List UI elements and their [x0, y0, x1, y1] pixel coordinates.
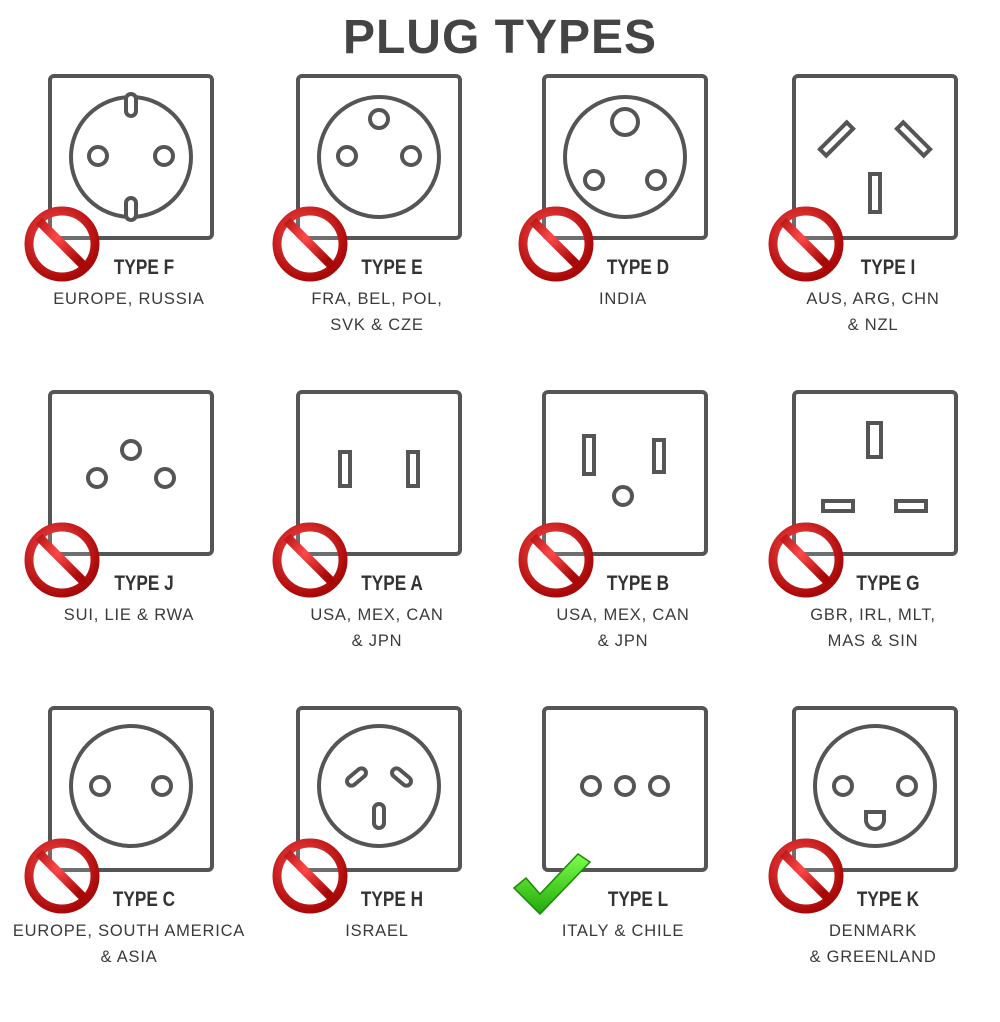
plug-type-label: TYPE L — [607, 888, 669, 911]
type-k-socket-icon — [792, 706, 958, 872]
plug-type-label: TYPE G — [856, 572, 920, 595]
type-c-socket-icon — [48, 706, 214, 872]
plug-region-label: SUI, LIE & RWA — [63, 606, 195, 624]
plug-region-label: GBR, IRL, MLT, MAS & SIN — [810, 606, 936, 650]
plug-type-label: TYPE H — [360, 888, 424, 911]
plug-card-type-a: TYPE A USA, MEX, CAN & JPN — [252, 390, 502, 706]
type-i-socket-icon — [792, 74, 958, 240]
plug-type-label: TYPE E — [361, 256, 423, 279]
plug-card-type-j: TYPE J SUI, LIE & RWA — [4, 390, 254, 706]
plug-region-label: EUROPE, SOUTH AMERICA & ASIA — [12, 922, 246, 966]
plug-type-label: TYPE B — [606, 572, 670, 595]
plug-card-type-b: TYPE B USA, MEX, CAN & JPN — [498, 390, 748, 706]
plug-type-label: TYPE K — [856, 888, 920, 911]
type-f-socket-icon — [48, 74, 214, 240]
type-b-socket-icon — [542, 390, 708, 556]
forbidden-icon — [766, 520, 846, 600]
plug-region-label: AUS, ARG, CHN & NZL — [806, 290, 940, 334]
plug-region-label: EUROPE, RUSSIA — [53, 290, 205, 308]
plug-type-label: TYPE I — [860, 256, 916, 279]
plug-type-label: TYPE F — [113, 256, 175, 279]
plug-card-type-h: TYPE H ISRAEL — [252, 706, 502, 1022]
plug-region-label: FRA, BEL, POL, SVK & CZE — [311, 290, 443, 334]
plug-card-type-d: TYPE D INDIA — [498, 74, 748, 390]
plug-region-label: ITALY & CHILE — [561, 922, 685, 940]
forbidden-icon — [22, 204, 102, 284]
plug-type-label: TYPE A — [361, 572, 423, 595]
plug-region-label: DENMARK & GREENLAND — [809, 922, 937, 966]
plug-card-type-c: TYPE C EUROPE, SOUTH AMERICA & ASIA — [4, 706, 254, 1022]
checkmark-icon — [512, 846, 592, 926]
plug-card-type-f: TYPE F EUROPE, RUSSIA — [4, 74, 254, 390]
forbidden-icon — [22, 836, 102, 916]
type-a-socket-icon — [296, 390, 462, 556]
type-d-socket-icon — [542, 74, 708, 240]
plug-type-label: TYPE D — [606, 256, 670, 279]
plug-region-label: INDIA — [598, 290, 647, 308]
type-j-socket-icon — [48, 390, 214, 556]
forbidden-icon — [766, 204, 846, 284]
type-h-socket-icon — [296, 706, 462, 872]
plug-card-type-k: TYPE K DENMARK & GREENLAND — [748, 706, 998, 1022]
forbidden-icon — [516, 204, 596, 284]
type-e-socket-icon — [296, 74, 462, 240]
plug-type-label: TYPE C — [112, 888, 176, 911]
forbidden-icon — [516, 520, 596, 600]
forbidden-icon — [22, 520, 102, 600]
plug-region-label: ISRAEL — [345, 922, 409, 940]
plug-region-label: USA, MEX, CAN & JPN — [310, 606, 444, 650]
plug-card-type-l: TYPE L ITALY & CHILE — [498, 706, 748, 1022]
plug-region-label: USA, MEX, CAN & JPN — [556, 606, 690, 650]
plug-card-type-i: TYPE I AUS, ARG, CHN & NZL — [748, 74, 998, 390]
plug-type-label: TYPE J — [114, 572, 174, 595]
plug-card-type-g: TYPE G GBR, IRL, MLT, MAS & SIN — [748, 390, 998, 706]
forbidden-icon — [270, 204, 350, 284]
forbidden-icon — [270, 520, 350, 600]
forbidden-icon — [766, 836, 846, 916]
plug-card-type-e: TYPE E FRA, BEL, POL, SVK & CZE — [252, 74, 502, 390]
type-l-socket-icon — [542, 706, 708, 872]
page-title: PLUG TYPES — [342, 11, 658, 64]
forbidden-icon — [270, 836, 350, 916]
type-g-socket-icon — [792, 390, 958, 556]
